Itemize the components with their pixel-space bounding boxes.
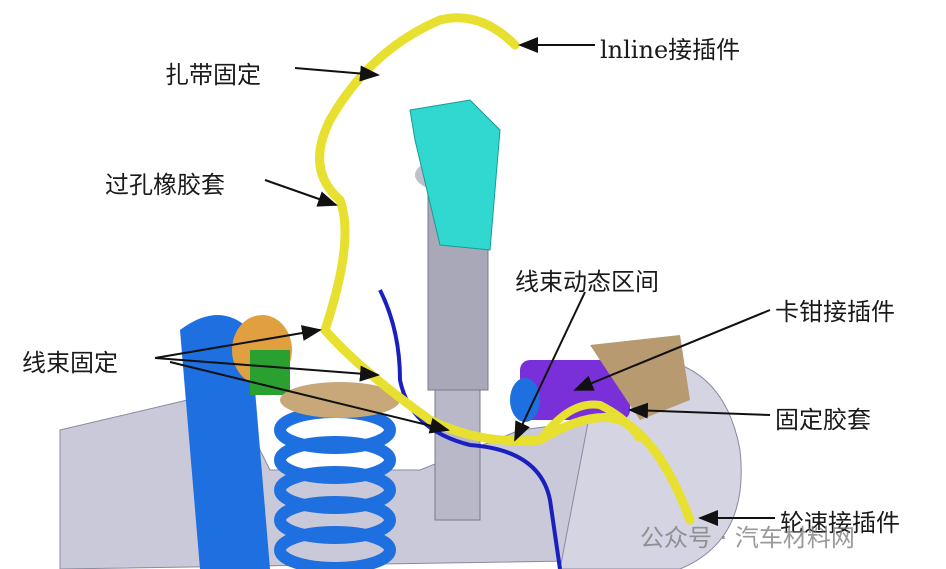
coil-spring <box>274 406 396 569</box>
label-grommet: 过孔橡胶套 <box>105 171 225 199</box>
label-cable-tie: 扎带固定 <box>165 61 261 89</box>
label-fixing-sleeve: 固定胶套 <box>775 406 871 434</box>
leader-lines <box>154 37 775 526</box>
bracket <box>250 350 290 395</box>
caliper-piston <box>510 378 540 422</box>
label-inline-connector: lnline接插件 <box>600 36 741 64</box>
spring-seat <box>280 382 400 418</box>
brake-pad <box>590 335 690 420</box>
label-dynamic-zone: 线束动态区间 <box>515 268 659 296</box>
watermark: 公众号 · 汽车材料网 <box>640 524 855 552</box>
wire-harness <box>315 13 695 525</box>
label-wheel-speed-connector: 轮速接插件 <box>780 509 900 537</box>
shock-rod <box>434 389 481 521</box>
harness-branch <box>536 400 644 443</box>
label-caliper-connector: 卡钳接插件 <box>775 298 895 326</box>
top-mount <box>409 99 501 251</box>
label-harness-fix: 线束固定 <box>22 349 118 377</box>
